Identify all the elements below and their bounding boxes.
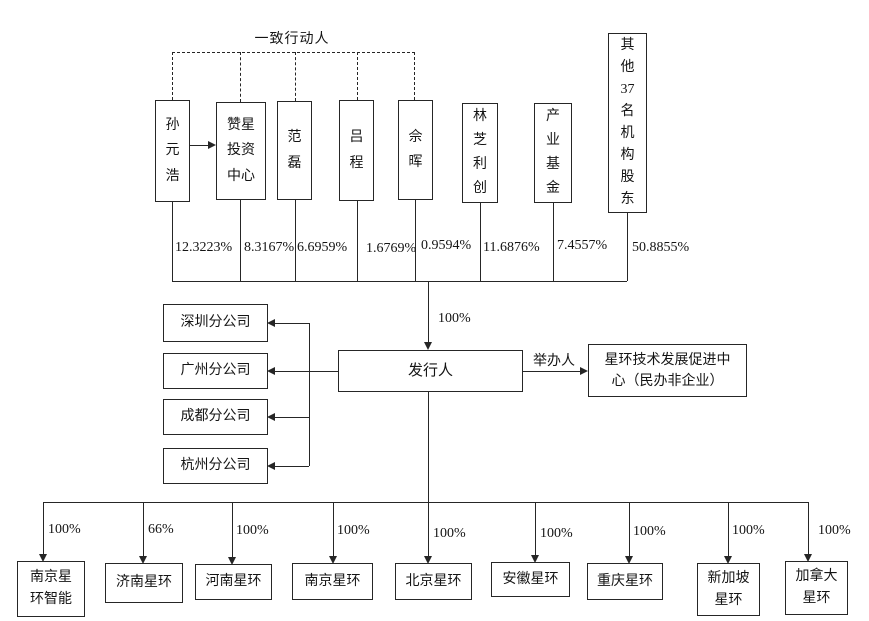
subsidiary-arrowhead-8 (724, 556, 732, 564)
subsidiary-line-7 (629, 502, 630, 557)
shareholder-stub-4 (357, 201, 358, 281)
subsidiary-percent-2: 66% (148, 522, 174, 537)
shareholder-box-2: 赞星投资中心 (216, 102, 266, 200)
issuer-box: 发行人 (338, 350, 523, 392)
subsidiary-box-6: 安徽星环 (491, 562, 570, 597)
acting-in-concert-drop-2 (240, 52, 241, 102)
subsidiary-arrowhead-7 (625, 556, 633, 564)
ownership-percent-4: 1.6769% (366, 241, 417, 256)
sun-to-zanxing-line (190, 145, 209, 146)
branch-box-4: 杭州分公司 (163, 448, 268, 484)
branch-arrowhead-4 (267, 462, 275, 470)
shareholder-box-7: 产业基金 (534, 103, 572, 203)
issuer-ownership-line (428, 281, 429, 343)
shareholder-stub-1 (172, 202, 173, 281)
subsidiary-line-2 (143, 502, 144, 557)
subsidiary-line-9 (808, 502, 809, 555)
subsidiary-percent-4: 100% (337, 523, 370, 538)
subsidiary-percent-7: 100% (633, 524, 666, 539)
subsidiary-box-2: 济南星环 (105, 563, 183, 603)
subsidiary-box-4: 南京星环 (292, 563, 373, 600)
ownership-percent-5: 0.9594% (421, 238, 472, 253)
ownership-percent-2: 8.3167% (244, 240, 295, 255)
equity-bus-line (172, 281, 627, 282)
subsidiary-bus-line (43, 502, 808, 503)
branch-box-3: 成都分公司 (163, 399, 268, 435)
acting-in-concert-drop-4 (357, 52, 358, 100)
subsidiary-line-3 (232, 502, 233, 558)
ownership-percent-1: 12.3223% (175, 240, 233, 255)
shareholder-box-3: 范磊 (277, 101, 312, 200)
subsidiary-arrowhead-3 (228, 557, 236, 565)
subsidiary-arrowhead-5 (424, 556, 432, 564)
subsidiary-percent-6: 100% (540, 526, 573, 541)
branch-line-2 (274, 371, 309, 372)
branch-line-1 (274, 323, 309, 324)
acting-in-concert-drop-3 (295, 52, 296, 101)
subsidiary-arrowhead-2 (139, 556, 147, 564)
shareholder-stub-6 (480, 203, 481, 281)
branch-spine-line (309, 323, 310, 466)
ownership-percent-6: 11.6876% (483, 240, 540, 255)
subsidiary-line-6 (535, 502, 536, 556)
branch-line-4 (274, 466, 309, 467)
subsidiary-percent-8: 100% (732, 523, 765, 538)
subsidiary-arrowhead-4 (329, 556, 337, 564)
acting-in-concert-drop-1 (172, 52, 173, 100)
subsidiary-box-3: 河南星环 (195, 564, 272, 600)
branch-arrowhead-2 (267, 367, 275, 375)
branch-box-1: 深圳分公司 (163, 304, 268, 342)
subsidiary-box-8: 新加坡星环 (697, 563, 760, 616)
acting-in-concert-bracket-line (172, 52, 415, 53)
subsidiary-arrowhead-1 (39, 554, 47, 562)
subsidiary-box-7: 重庆星环 (587, 563, 663, 600)
subsidiary-line-1 (43, 502, 44, 555)
subsidiary-line-5 (428, 502, 429, 557)
subsidiary-line-8 (728, 502, 729, 557)
branch-arrowhead-1 (267, 319, 275, 327)
subsidiary-line-4 (333, 502, 334, 557)
shareholder-box-4: 吕程 (339, 100, 374, 201)
subsidiary-box-1: 南京星环智能 (17, 561, 85, 617)
shareholder-box-8: 其他37名机构股东 (608, 33, 647, 213)
shareholder-stub-7 (553, 203, 554, 281)
subsidiary-percent-5: 100% (433, 526, 466, 541)
sponsored-entity-box: 星环技术发展促进中心（民办非企业） (588, 344, 747, 397)
branch-line-3 (274, 417, 309, 418)
shareholder-stub-2 (240, 200, 241, 281)
branch-box-2: 广州分公司 (163, 353, 268, 389)
issuer-ownership-arrowhead (424, 342, 432, 350)
subsidiary-percent-3: 100% (236, 523, 269, 538)
sponsor-arrowhead (580, 367, 588, 375)
subsidiary-box-9: 加拿大星环 (785, 561, 848, 615)
ownership-percent-3: 6.6959% (297, 240, 348, 255)
sponsor-relation-label: 举办人 (533, 354, 575, 369)
subsidiary-arrowhead-9 (804, 554, 812, 562)
sponsor-line (523, 371, 582, 372)
branch-feed-line (309, 371, 338, 372)
shareholder-box-6: 林芝利创 (462, 103, 498, 203)
issuer-drop-line (428, 392, 429, 502)
shareholder-stub-5 (415, 200, 416, 281)
shareholder-stub-3 (295, 200, 296, 281)
shareholder-box-5: 佘晖 (398, 100, 433, 200)
sun-to-zanxing-arrowhead (208, 141, 216, 149)
issuer-ownership-percent: 100% (438, 311, 471, 326)
acting-in-concert-drop-5 (414, 52, 415, 100)
shareholder-box-1: 孙元浩 (155, 100, 190, 202)
branch-arrowhead-3 (267, 413, 275, 421)
subsidiary-percent-9: 100% (818, 523, 851, 538)
acting-in-concert-label: 一致行动人 (254, 32, 330, 47)
subsidiary-box-5: 北京星环 (395, 563, 472, 600)
ownership-percent-8: 50.8855% (632, 240, 690, 255)
shareholder-stub-8 (627, 213, 628, 281)
subsidiary-percent-1: 100% (48, 522, 81, 537)
subsidiary-arrowhead-6 (531, 555, 539, 563)
ownership-percent-7: 7.4557% (557, 238, 608, 253)
